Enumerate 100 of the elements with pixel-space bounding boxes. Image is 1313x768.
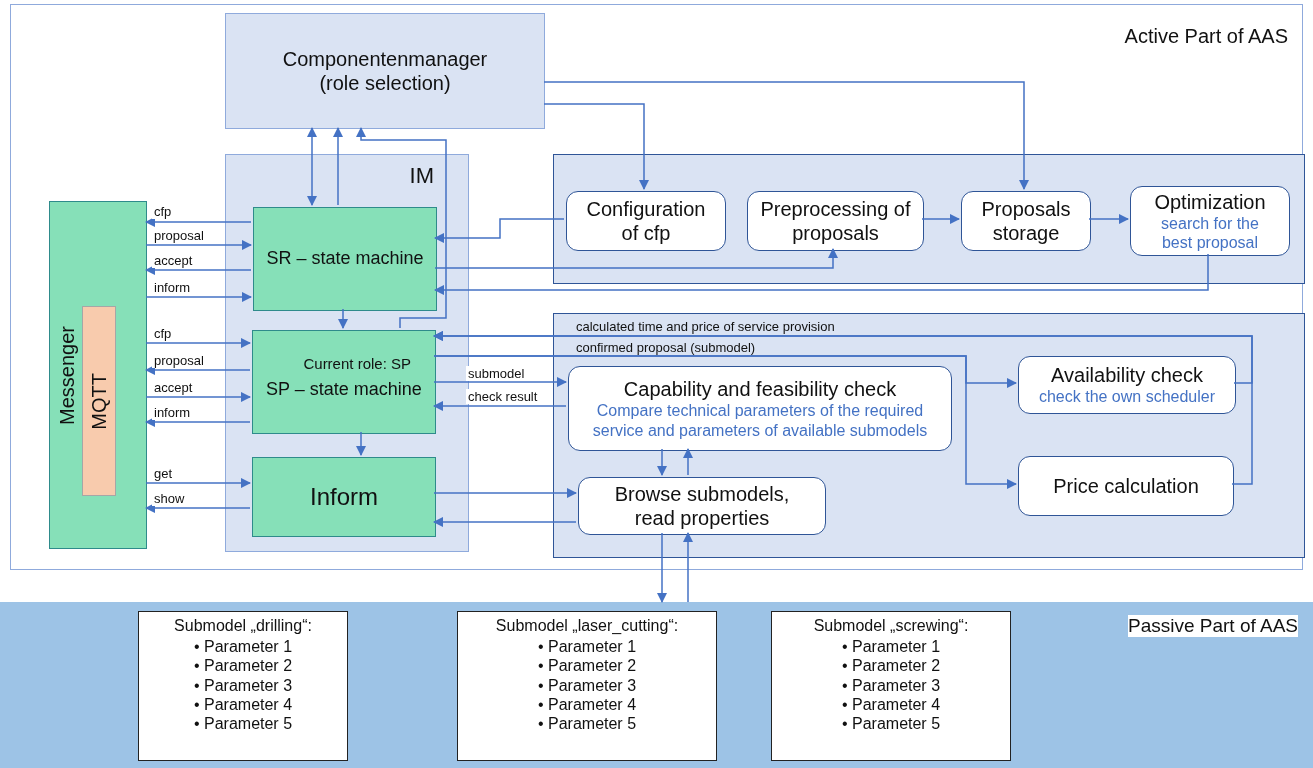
bullet-item: • Parameter 2 [841,656,941,676]
box-label: SR – state machine [266,248,424,270]
arrow [306,126,318,207]
edge-label: cfp [152,204,174,219]
edge-label: proposal [152,353,206,368]
bullet-item: • Parameter 4 [841,694,941,714]
arrow [432,330,1253,485]
process-box [566,191,726,251]
arrow [656,532,668,604]
arrow [144,364,251,376]
box-label: Submodel „drilling“: [174,616,312,636]
panel-title: Passive Part of AAS [1127,615,1298,637]
bullet-item: • Parameter 1 [193,637,293,657]
arrow [144,216,252,228]
edge-label: get [152,466,175,481]
group-panel [553,154,1305,284]
arrow [543,81,1030,191]
box-label: SP – state machine [266,379,422,401]
arrow [337,308,349,330]
edge-label: cfp [152,326,174,341]
state-machine-box [252,330,436,434]
arrow [433,253,1209,296]
edge-label: confirmed proposal (submodel) [574,340,758,355]
submodel-box [138,611,348,761]
process-box [747,191,924,251]
submodel-box [771,611,1011,761]
arrow [656,448,668,477]
bullet-item: • Parameter 3 [841,675,941,695]
box-subtitle: check the own scheduler [1038,387,1216,407]
bullet-item: • Parameter 4 [193,694,293,714]
messenger-label: Messenger [56,325,79,425]
box-label: Componentenmanager (role selection) [281,47,489,95]
box-subtitle: Compare technical parameters of the required service and parameters of available submodels [591,401,929,440]
process-box [1018,356,1236,414]
edge-label: submodel [466,366,527,381]
edge-label: inform [152,405,193,420]
box-label: Price calculation [1053,474,1199,498]
passive-part-panel [0,602,1313,768]
arrow [434,247,839,269]
arrow [1088,213,1130,225]
box-label: Preprocessing of proposals [759,197,912,245]
arrow [433,376,568,388]
panel-title: IM [409,163,434,188]
box-label: Browse submodels, read properties [613,482,791,530]
mqtt-box [82,306,116,496]
edge-label: accept [152,253,195,268]
arrow [144,264,252,276]
box-label: Submodel „laser_cutting“: [495,616,679,636]
arrow [145,477,252,489]
arrow [332,126,344,206]
arrow [145,391,252,403]
arrow [682,447,694,476]
edge-label: check result [466,389,540,404]
bullet-item: • Parameter 2 [537,656,637,676]
group-panel [553,313,1305,558]
arrow [543,103,650,191]
box-subtitle: search for the best proposal [1160,213,1260,253]
box-label: Proposals storage [980,197,1072,245]
box-label: Capability and feasibility check [623,377,897,402]
arrow [145,239,253,251]
arrow [145,337,252,349]
manager-box [225,13,545,129]
arrow [144,416,251,428]
process-box [568,366,952,451]
messenger-box [49,201,147,549]
bullet-item: • Parameter 3 [193,675,293,695]
edge-label: proposal [152,228,206,243]
im-panel [225,154,469,552]
arrow [432,400,567,412]
process-box [1018,456,1234,516]
panel-title: Active Part of AAS [1124,25,1288,47]
process-box [1130,186,1290,256]
arrow [433,218,565,244]
edge-label: show [152,491,187,506]
box-label: Configuration of cfp [585,197,707,245]
bullet-item: • Parameter 1 [841,637,941,657]
bullet-item: • Parameter 5 [537,713,637,734]
bullet-item: • Parameter 4 [537,694,637,714]
arrow [432,516,577,528]
box-label: MQTT [87,372,111,430]
process-box [578,477,826,535]
box-label: Submodel „screwing“: [813,616,969,636]
arrow [355,431,367,457]
arrow [145,291,253,303]
bullet-item: • Parameter 3 [537,675,637,695]
process-box [961,191,1091,251]
role-label: Current role: SP [303,355,411,374]
bullet-item: • Parameter 2 [193,656,293,676]
box-label: Optimization [1154,189,1266,214]
arrow [144,502,251,514]
bullet-item: • Parameter 5 [841,713,941,734]
edge-label: accept [152,380,195,395]
edge-label: inform [152,280,193,295]
arrow [355,126,447,329]
arrow [682,531,694,603]
active-part-panel [10,4,1303,570]
bullet-item: • Parameter 1 [537,637,637,657]
submodel-box [457,611,717,761]
arrow [433,487,578,499]
arrow [921,213,961,225]
